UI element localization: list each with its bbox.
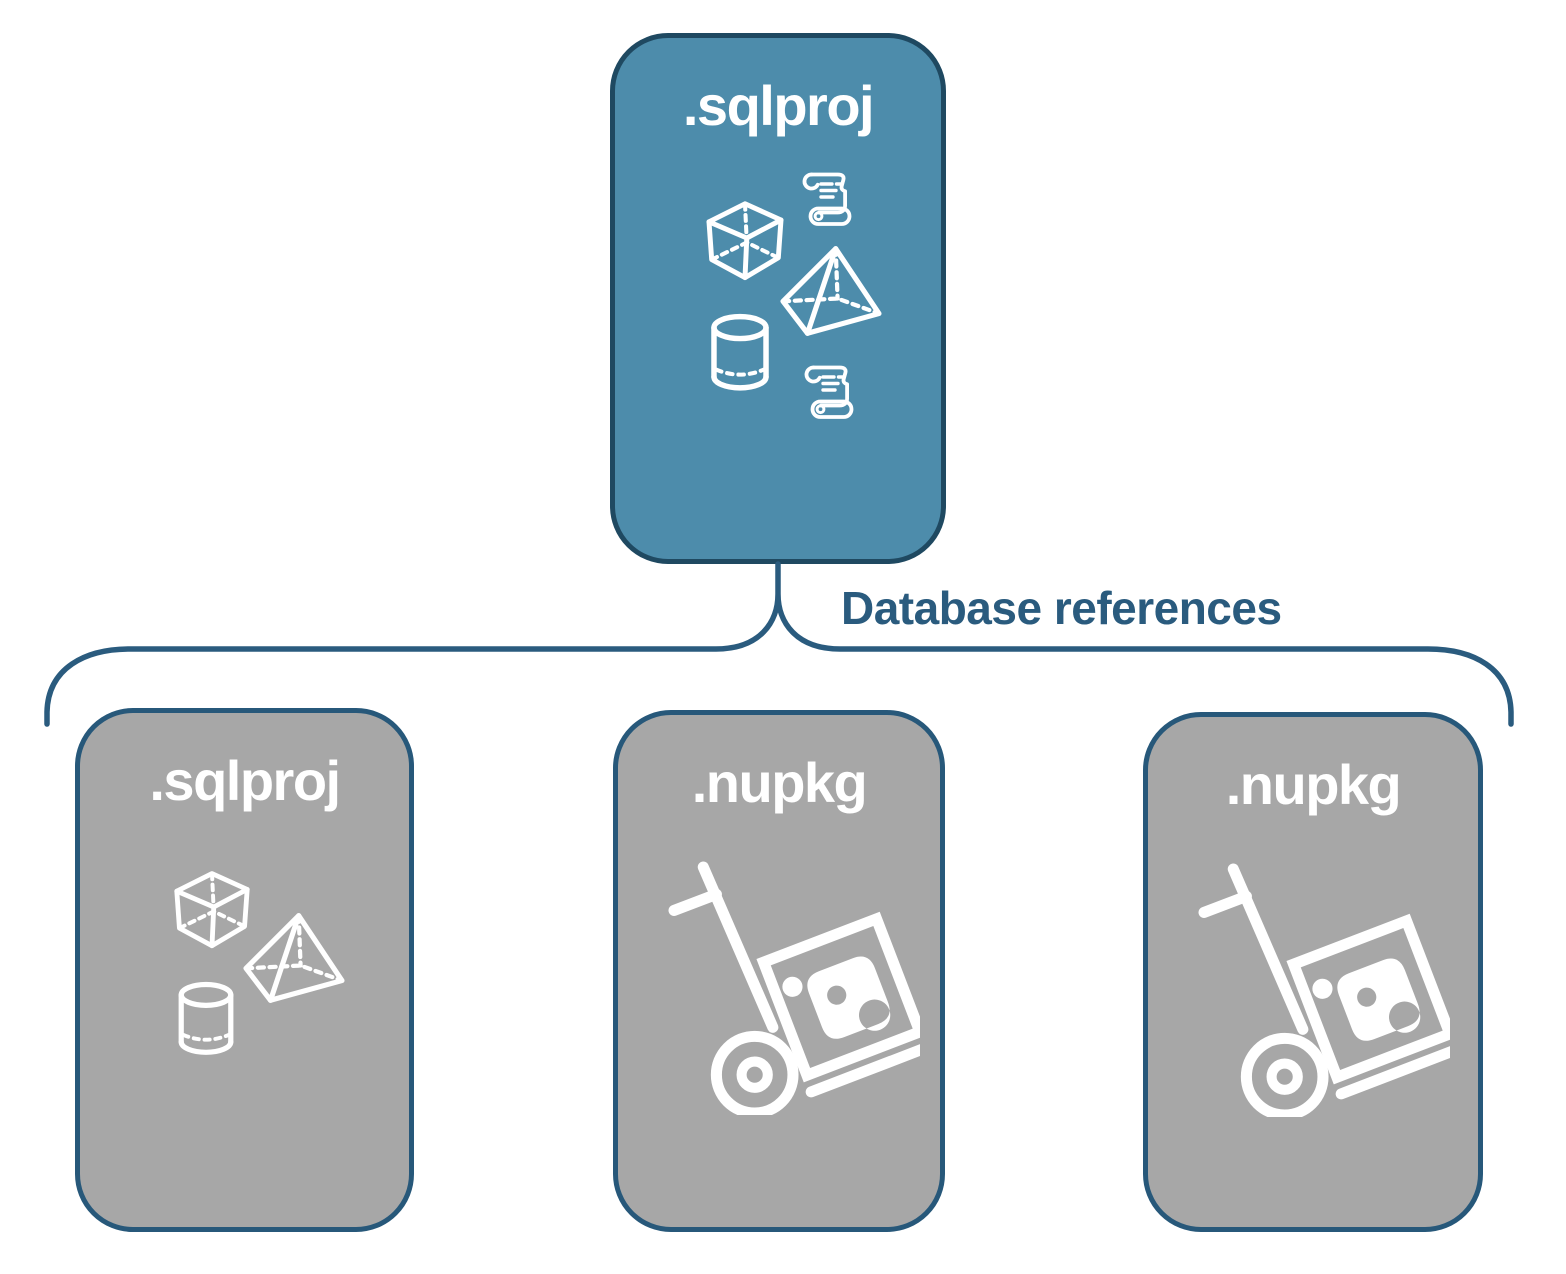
scroll-icon [802, 172, 852, 226]
child-node-nupkg-1: .nupkg [613, 710, 945, 1232]
child-node-label: .nupkg [691, 751, 868, 814]
cylinder-icon [705, 313, 775, 397]
parent-node-sqlproj: .sqlproj [610, 33, 946, 564]
parent-node-label: .sqlproj [682, 74, 875, 137]
nuget-package-icon [668, 859, 920, 1115]
scroll-icon [804, 365, 854, 419]
pyramid-icon [778, 244, 884, 338]
child-node-label: .nupkg [1225, 753, 1402, 816]
child-node-label: .sqlproj [149, 749, 341, 812]
pyramid-icon [241, 911, 347, 1005]
child-node-sqlproj: .sqlproj [75, 708, 414, 1232]
cylinder-icon [172, 981, 240, 1061]
nuget-package-icon [1198, 861, 1450, 1117]
connector-label: Database references [841, 582, 1282, 634]
child-node-nupkg-2: .nupkg [1143, 712, 1483, 1232]
